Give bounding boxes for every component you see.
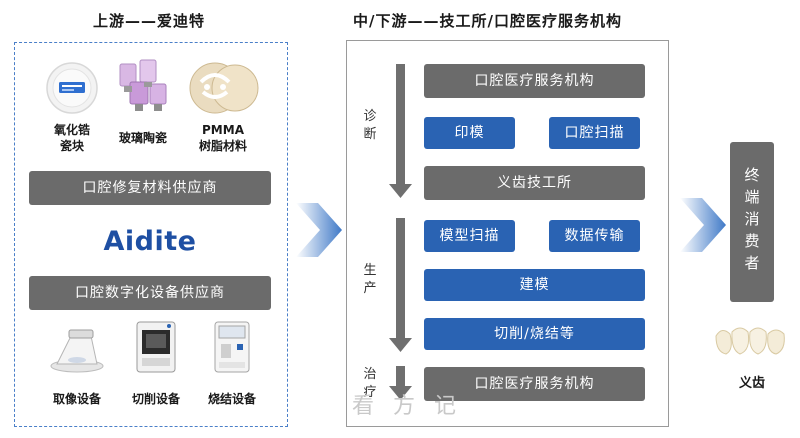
stage-bar-diagnosis	[396, 64, 405, 186]
arrow-down-icon	[389, 338, 412, 352]
aidite-logo: Aidite	[103, 226, 197, 257]
upstream-title: 上游——爱迪特	[93, 12, 206, 30]
chevron-right-icon	[680, 198, 726, 252]
material-label-glass-ceramic: 玻璃陶瓷	[118, 131, 167, 145]
equipment-label-cutting: 切削设备	[131, 392, 180, 406]
impression-box: 印模	[424, 117, 515, 149]
stage-label-treatment: 治 疗	[363, 367, 377, 400]
equipment-label-imaging: 取像设备	[52, 392, 101, 406]
dental-lab-box: 义齿技工所	[424, 166, 645, 200]
end-consumer-box: 终 端 消 费 者	[730, 142, 774, 302]
denture-label: 义齿	[738, 376, 765, 391]
sintering-furnace-icon	[214, 321, 250, 373]
arrow-down-icon	[389, 184, 412, 198]
scanner-icon	[50, 329, 104, 373]
milling-machine-icon	[136, 321, 176, 373]
zirconia-disc-icon	[46, 62, 98, 114]
data-transfer-box: 数据传输	[549, 220, 640, 252]
intraoral-scan-box: 口腔扫描	[549, 117, 640, 149]
modeling-box: 建模	[424, 269, 645, 301]
clinic-box-bottom: 口腔医疗服务机构	[424, 367, 645, 401]
stage-bar-production	[396, 218, 405, 340]
model-scan-box: 模型扫描	[424, 220, 515, 252]
materials-supplier-bar: 口腔修复材料供应商	[29, 171, 271, 205]
watermark: 看 方 记	[352, 394, 462, 419]
cutting-sintering-box: 切削/烧结等	[424, 318, 645, 350]
equipment-label-sintering: 烧结设备	[207, 392, 256, 406]
end-consumer-label: 终 端 消 费 者	[744, 166, 760, 272]
material-label-zirconia: 氧化锆 瓷块	[53, 123, 90, 153]
midstream-title: 中/下游——技工所/口腔医疗服务机构	[353, 12, 622, 30]
denture-icon	[715, 327, 785, 355]
chevron-right-icon	[296, 203, 342, 257]
material-label-pmma: PMMA 树脂材料	[198, 123, 247, 153]
stage-bar-treatment	[396, 366, 405, 388]
equipment-supplier-bar: 口腔数字化设备供应商	[29, 276, 271, 310]
stage-label-diagnosis: 诊 断	[363, 109, 377, 142]
glass-ceramic-blocks-icon	[119, 59, 167, 111]
stage-label-production: 生 产	[363, 263, 377, 296]
pmma-disc-icon	[189, 62, 259, 114]
arrow-down-icon	[389, 386, 412, 400]
clinic-box-top: 口腔医疗服务机构	[424, 64, 645, 98]
